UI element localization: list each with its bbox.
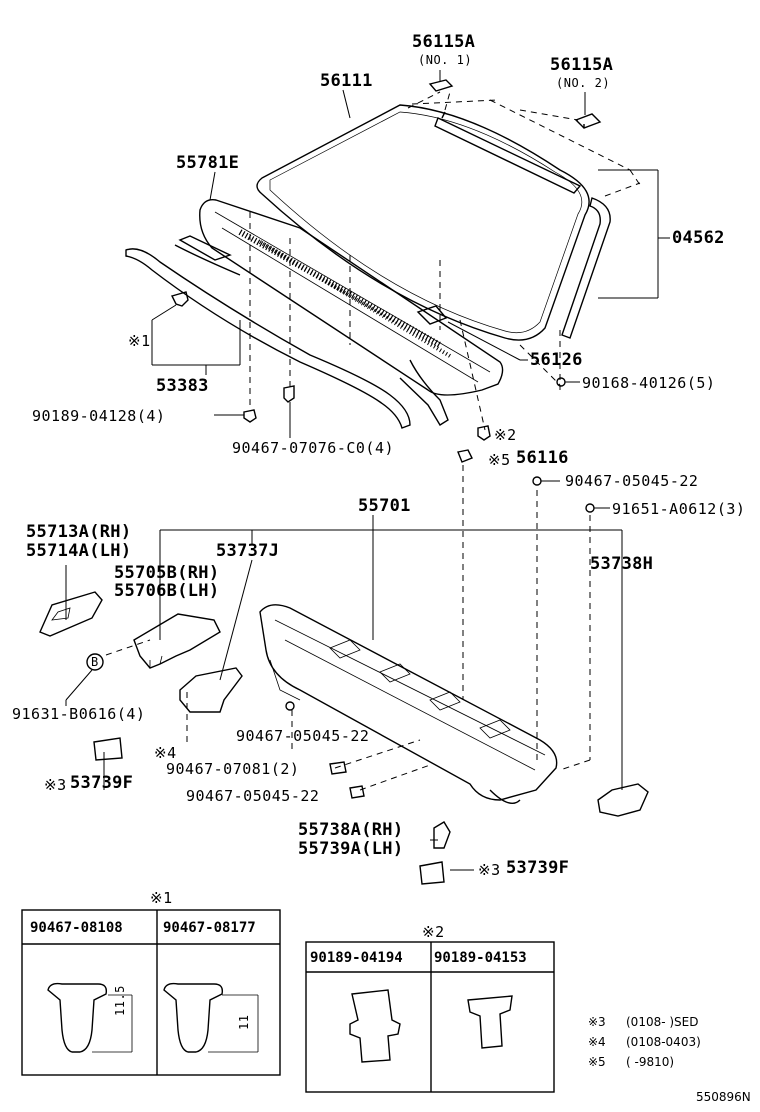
label-56115a-no1: 56115A	[412, 32, 476, 52]
label-90467-07076: 90467-07076-C0(4)	[232, 439, 395, 457]
mark-3b: ※3	[478, 861, 501, 879]
label-90467-05045-c: 90467-05045-22	[186, 787, 320, 805]
clip-no1[interactable]	[428, 79, 454, 92]
cover-55738a[interactable]	[433, 821, 451, 849]
table2-mark: ※2	[422, 923, 445, 941]
mark-5: ※5	[488, 451, 511, 469]
figure-id: 550896N	[696, 1090, 751, 1104]
label-90467-05045-a: 90467-05045-22	[565, 472, 699, 490]
label-53383: 53383	[156, 376, 209, 396]
label-55739a: 55739A(LH)	[298, 839, 404, 859]
cowl-side-cover[interactable]	[179, 667, 243, 713]
label-55706b: 55706B(LH)	[114, 581, 220, 601]
table2-frame	[305, 941, 555, 1093]
note-5-text: ( -9810)	[626, 1055, 675, 1069]
label-55714a: 55714A(LH)	[26, 541, 132, 561]
label-56116: 56116	[516, 448, 569, 468]
cowl-panel[interactable]	[259, 604, 558, 804]
callout-b	[86, 653, 104, 671]
note-4-text: (0108-0403)	[626, 1035, 701, 1049]
table1-col2-header: 90467-08177	[163, 920, 256, 936]
leader-lines	[65, 70, 670, 871]
label-55701: 55701	[358, 496, 411, 516]
label-04562: 04562	[672, 228, 725, 248]
cowl-louver[interactable]	[174, 199, 504, 426]
label-53739f-b: 53739F	[506, 858, 570, 878]
mark-3a: ※3	[44, 776, 67, 794]
cover-53739f-a[interactable]	[93, 737, 123, 761]
label-56115a-no1-sub: (NO. 1)	[418, 53, 473, 67]
label-91651: 91651-A0612(3)	[612, 500, 746, 518]
table1-dim2: 11	[237, 1014, 251, 1030]
clip-no2[interactable]	[574, 113, 602, 129]
label-55713a: 55713A(RH)	[26, 522, 132, 542]
side-bracket[interactable]	[39, 591, 103, 637]
note-5-mark: ※5	[588, 1055, 606, 1069]
label-53739f-a: 53739F	[70, 773, 134, 793]
note-3-mark: ※3	[588, 1015, 606, 1029]
label-56115a-no2-sub: (NO. 2)	[556, 76, 611, 90]
table1-col1-header: 90467-08108	[30, 920, 123, 936]
table1-dim1: 11.5	[113, 985, 127, 1016]
label-56115a-no2: 56115A	[550, 55, 614, 75]
table2-col1-header: 90189-04194	[310, 950, 403, 966]
label-90168: 90168-40126(5)	[582, 374, 716, 392]
label-56126: 56126	[530, 350, 583, 370]
mark-2: ※2	[494, 426, 517, 444]
table1-frame	[21, 909, 281, 1076]
label-53738h: 53738H	[590, 554, 654, 574]
label-circle-b: B	[91, 655, 99, 669]
windshield-glass[interactable]	[256, 104, 590, 341]
molding[interactable]	[434, 111, 611, 339]
label-90189: 90189-04128(4)	[32, 407, 166, 425]
label-55781e: 55781E	[176, 153, 240, 173]
label-90467-05045-b: 90467-05045-22	[236, 727, 370, 745]
cover-53739f-b[interactable]	[419, 861, 445, 885]
retainer[interactable]	[416, 305, 448, 325]
label-90467-07081: 90467-07081(2)	[166, 760, 300, 778]
mark-1: ※1	[128, 332, 151, 350]
table1-mark: ※1	[150, 889, 173, 907]
mark-4: ※4	[154, 744, 177, 762]
note-3-text: (0108- )SED	[626, 1015, 699, 1029]
label-55738a: 55738A(RH)	[298, 820, 404, 840]
label-91631: 91631-B0616(4)	[12, 705, 146, 723]
label-56111: 56111	[320, 71, 373, 91]
hood-seal[interactable]	[125, 248, 411, 429]
seal-clip[interactable]	[170, 291, 189, 307]
note-4-mark: ※4	[588, 1035, 606, 1049]
guide-lines	[105, 91, 641, 791]
cowl-bracket[interactable]	[133, 613, 221, 669]
cowl-side-cover-rh[interactable]	[597, 783, 649, 817]
label-55705b: 55705B(RH)	[114, 563, 220, 583]
label-53737j: 53737J	[216, 541, 280, 561]
table2-col2-header: 90189-04153	[434, 950, 527, 966]
